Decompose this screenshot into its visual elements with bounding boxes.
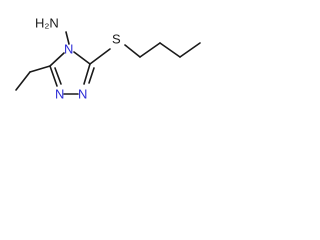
amine-label: H₂N: [35, 15, 59, 30]
ring-n1-label: N: [78, 86, 87, 101]
bond-n2-c3: [49, 65, 58, 87]
bond-s-c1: [124, 44, 141, 58]
bond-n4-c5: [73, 51, 91, 65]
bond-c5-n1: [83, 63, 91, 85]
bond-c2-c3: [159, 42, 181, 58]
ring-n2-label: N: [55, 86, 64, 101]
structure-diagram: H₂N S N N N: [15, 15, 201, 101]
bond-n4-nh2: [65, 31, 70, 45]
bond-c1-c2: [139, 42, 161, 58]
bond-c5-s: [89, 48, 111, 65]
bond-ethyl1-ethyl2: [15, 71, 31, 91]
atom-labels: H₂N S N N N: [35, 15, 121, 101]
sulfur-label: S: [112, 31, 121, 46]
bond-ring-ethyl1: [29, 65, 51, 73]
bond-n2-c3-double: [54, 67, 62, 85]
bond-c5-n1-double: [88, 67, 95, 84]
bonds: [15, 31, 201, 95]
bond-c3-c4: [179, 42, 201, 58]
bond-c3-n4: [49, 52, 65, 67]
ring-n4-label: N: [64, 41, 73, 56]
